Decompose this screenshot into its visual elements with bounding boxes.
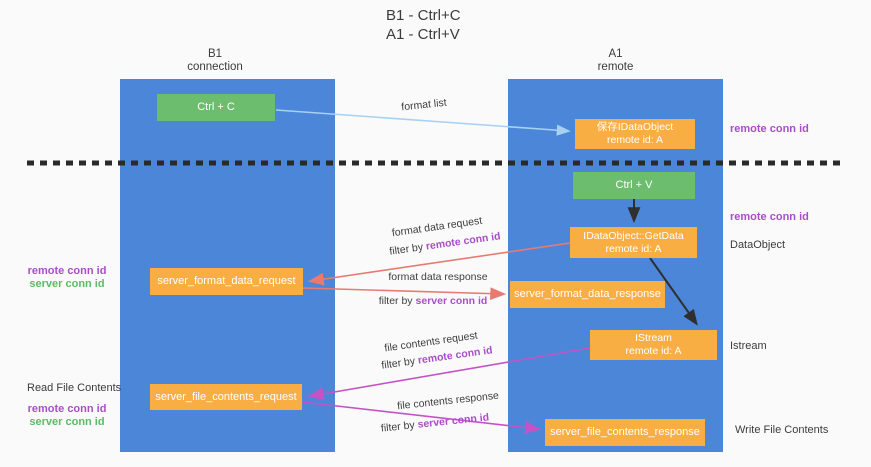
filter-by-value-2: server conn id: [415, 295, 488, 307]
title-line-2: A1 - Ctrl+V: [386, 26, 460, 43]
server-format-data-request-label: server_format_data_request: [157, 275, 296, 287]
arrow-format-data-request: [307, 242, 571, 286]
remote-conn-id-left-2: remote conn id: [27, 403, 107, 415]
left-column-role: connection: [187, 61, 243, 73]
arrow-getdata-to-istream: [649, 257, 698, 326]
right-column-name: A1: [608, 48, 623, 60]
left-conn-id-group-2: remote conn id server conn id: [12, 403, 122, 429]
right-column-header: A1 remote: [508, 48, 723, 74]
arrow-file-contents-request: [307, 347, 591, 401]
arrow-format-data-response: [302, 287, 507, 301]
getdata-line2: remote id: A: [605, 242, 662, 255]
format-data-response-label: format data response: [388, 271, 488, 283]
left-column-name: B1: [207, 48, 223, 60]
server-conn-id-left-1: server conn id: [29, 278, 105, 290]
istream-line2: remote id: A: [625, 345, 682, 357]
save-dataobject-line1: 保存IDataObject: [596, 121, 674, 133]
ctrl-v-node: Ctrl + V: [573, 172, 695, 199]
filter-by-prefix-2: filter by: [378, 295, 413, 307]
save-dataobject-line2: remote id: A: [606, 134, 664, 146]
write-file-contents-label: Write File Contents: [735, 424, 829, 436]
getdata-line1: IDataObject::GetData: [583, 229, 684, 242]
diagram-title: B1 - Ctrl+C A1 - Ctrl+V: [386, 6, 461, 44]
arrow-format-list: [275, 109, 571, 136]
right-column-role: remote: [597, 61, 634, 73]
getdata-node: IDataObject::GetData remote id: A: [570, 227, 697, 258]
save-dataobject-node: 保存IDataObject remote id: A: [575, 119, 695, 149]
ctrl-v-label: Ctrl + V: [615, 179, 653, 191]
ctrl-c-node: Ctrl + C: [157, 94, 275, 121]
server-file-contents-request-label: server_file_contents_request: [155, 390, 297, 403]
remote-conn-id-left-1: remote conn id: [27, 265, 107, 277]
server-file-contents-response-label: server_file_contents_response: [550, 426, 700, 438]
left-conn-id-group-1: remote conn id server conn id: [12, 265, 122, 291]
remote-conn-id-right-top: remote conn id: [730, 123, 809, 135]
server-format-data-response-label: server_format_data_response: [514, 288, 661, 300]
istream-side-label: Istream: [730, 340, 767, 352]
read-file-contents-label: Read File Contents: [27, 382, 122, 394]
istream-node: IStream remote id: A: [590, 330, 717, 360]
left-column-header: B1 connection: [120, 48, 310, 74]
server-file-contents-response-node: server_file_contents_response: [545, 419, 705, 446]
server-conn-id-left-2: server conn id: [29, 416, 105, 428]
istream-line1: IStream: [635, 332, 672, 344]
title-line-1: B1 - Ctrl+C: [386, 7, 461, 24]
dataobject-label: DataObject: [730, 239, 786, 251]
ctrl-c-label: Ctrl + C: [197, 101, 235, 113]
server-format-data-response-node: server_format_data_response: [510, 281, 665, 308]
server-format-data-request-node: server_format_data_request: [150, 268, 303, 295]
server-file-contents-request-node: server_file_contents_request: [150, 384, 302, 410]
remote-conn-id-right-mid: remote conn id: [730, 211, 809, 223]
arrow-file-contents-response: [301, 401, 542, 434]
